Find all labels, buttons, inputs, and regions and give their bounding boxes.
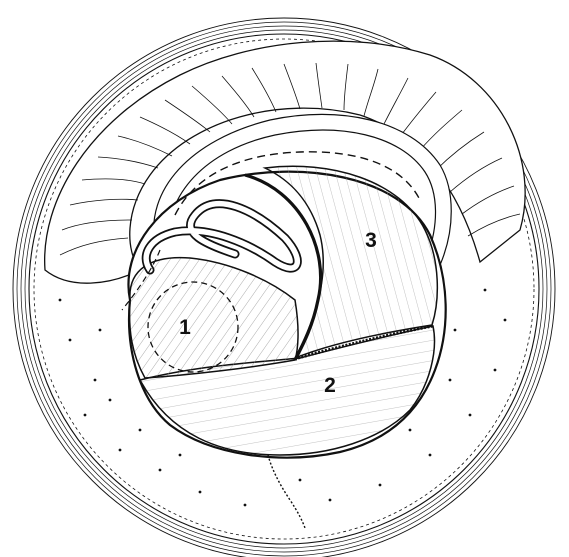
- label-region-1: 1: [179, 316, 191, 339]
- bottom-trail: [268, 455, 305, 528]
- label-region-3: 3: [365, 229, 377, 252]
- label-region-2: 2: [324, 374, 336, 397]
